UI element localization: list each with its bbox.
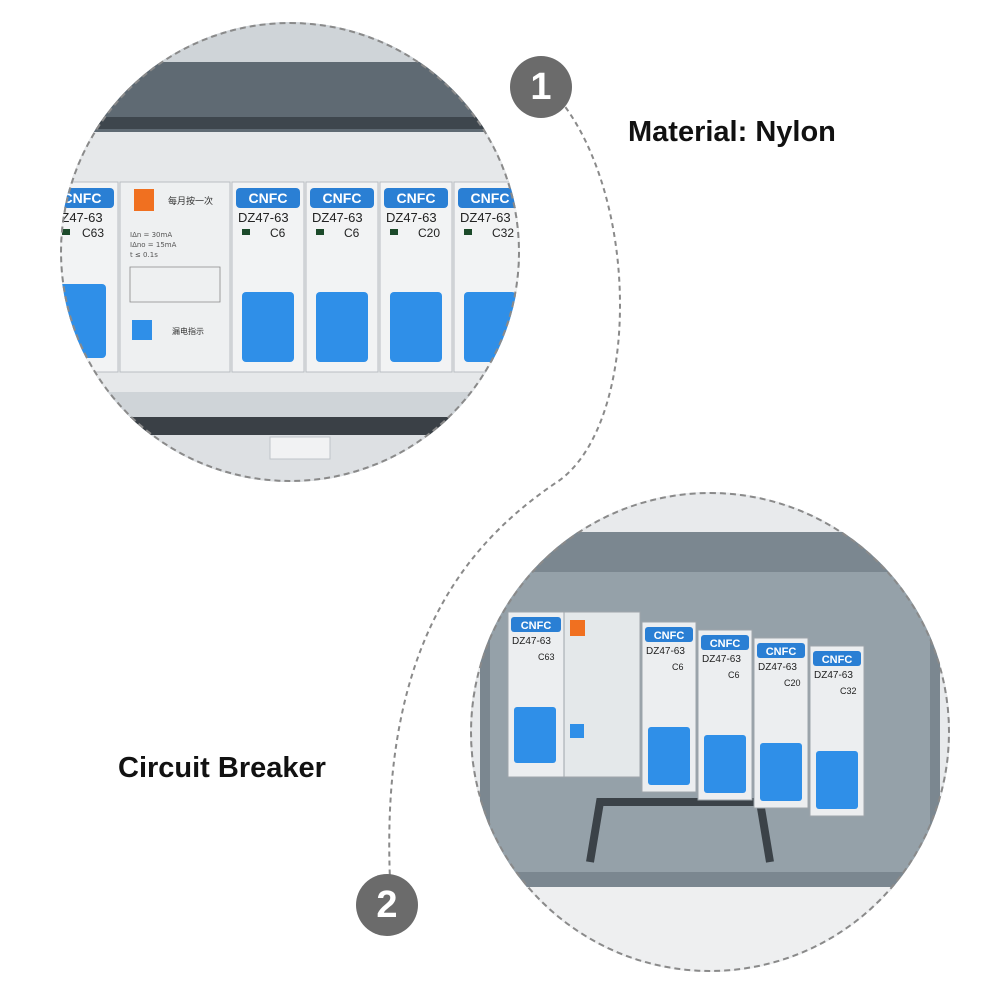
- breaker-module: CNFC DZ47-63 C32: [809, 645, 865, 817]
- enclosure-illustration: CNFC DZ47-63 C63 CNFC DZ47-63 C6 CNFC DZ…: [470, 492, 950, 972]
- rcd-module: [563, 611, 641, 778]
- rcd-module: 每月按一次 IΔn = 30mA IΔno = 15mA t ≤ 0.1s 漏电…: [119, 181, 231, 373]
- breaker-brand: CNFC: [521, 620, 552, 632]
- rcd-indicator-label: 漏电指示: [172, 326, 204, 336]
- breakers-closeup-illustration: CNFC DZ47-63 C63 每月按一次 IΔn = 30mA IΔno =…: [60, 22, 520, 482]
- breaker-model: DZ47-63: [312, 210, 363, 225]
- caption-material: Material: Nylon: [628, 116, 836, 148]
- breaker-rating: C20: [784, 678, 801, 688]
- breaker-model: DZ47-63: [238, 210, 289, 225]
- breaker-model: DZ47-63: [702, 654, 741, 665]
- breaker-brand: CNFC: [710, 638, 741, 650]
- breaker-rating: C6: [270, 226, 286, 240]
- breaker-module: CNFC DZ47-63 C20: [753, 637, 809, 809]
- step-badge-2: 2: [356, 874, 418, 936]
- breaker-model: DZ47-63: [60, 210, 103, 225]
- breaker-rating: C63: [538, 652, 555, 662]
- breaker-module: CNFC DZ47-63 C6: [697, 629, 753, 801]
- breaker-rating: C6: [672, 662, 684, 672]
- breaker-module: CNFC DZ47-63 C6: [641, 621, 697, 793]
- breaker-brand: CNFC: [63, 190, 102, 206]
- breaker-rating: C6: [344, 226, 360, 240]
- breaker-module: CNFC DZ47-63 C63: [60, 181, 119, 373]
- rcd-spec-2: IΔno = 15mA: [130, 241, 177, 249]
- rcd-spec-3: t ≤ 0.1s: [130, 251, 158, 259]
- rcd-test-label: 每月按一次: [168, 195, 213, 207]
- rcd-spec-1: IΔn = 30mA: [130, 231, 172, 239]
- breaker-brand: CNFC: [766, 646, 797, 658]
- breaker-rating: C6: [728, 670, 740, 680]
- breaker-model: DZ47-63: [814, 670, 853, 681]
- photo-breakers-closeup: CNFC DZ47-63 C63 每月按一次 IΔn = 30mA IΔno =…: [60, 22, 520, 482]
- breaker-brand: CNFC: [471, 190, 510, 206]
- breaker-brand: CNFC: [249, 190, 288, 206]
- breaker-rating: C20: [418, 226, 440, 240]
- breaker-model: DZ47-63: [386, 210, 437, 225]
- breaker-module: CNFC DZ47-63 C6: [231, 181, 305, 373]
- breaker-model: DZ47-63: [512, 636, 551, 647]
- photo-enclosure: CNFC DZ47-63 C63 CNFC DZ47-63 C6 CNFC DZ…: [470, 492, 950, 972]
- breaker-model: DZ47-63: [758, 662, 797, 673]
- breaker-rating: C32: [840, 686, 857, 696]
- breaker-module: CNFC DZ47-63 C20: [379, 181, 453, 373]
- step-badge-1: 1: [510, 56, 572, 118]
- breaker-module: CNFC DZ47-63 C63: [507, 611, 565, 778]
- breaker-brand: CNFC: [654, 630, 685, 642]
- breaker-brand: CNFC: [822, 654, 853, 666]
- breaker-rating: C63: [82, 226, 104, 240]
- breaker-module: CNFC DZ47-63 C32: [453, 181, 520, 373]
- breaker-brand: CNFC: [323, 190, 362, 206]
- breaker-brand: CNFC: [397, 190, 436, 206]
- breaker-module: CNFC DZ47-63 C6: [305, 181, 379, 373]
- caption-circuit-breaker: Circuit Breaker: [118, 752, 326, 784]
- breaker-rating: C32: [492, 226, 514, 240]
- breaker-model: DZ47-63: [460, 210, 511, 225]
- breaker-model: DZ47-63: [646, 646, 685, 657]
